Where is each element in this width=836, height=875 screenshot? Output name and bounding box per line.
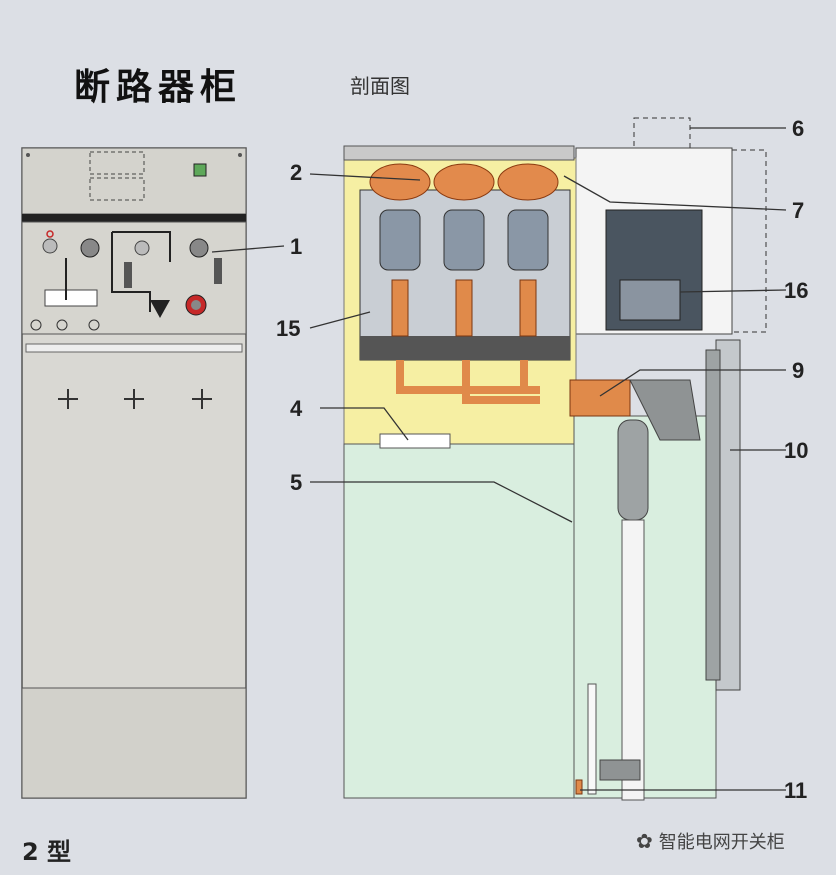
callout-2: 2 — [290, 160, 303, 185]
callout-4: 4 — [290, 396, 303, 421]
front-panel — [21, 147, 247, 799]
watermark-text: 智能电网开关柜 — [658, 832, 785, 853]
watermark: ✿ 智能电网开关柜 — [636, 828, 785, 854]
callout-5: 5 — [290, 470, 303, 495]
page-title: 断路器柜 — [74, 66, 243, 108]
leader-lines — [211, 127, 787, 791]
vacuum-interrupter-poles — [369, 163, 559, 337]
callout-1: 1 — [290, 234, 303, 259]
callout-11: 11 — [784, 778, 808, 803]
section-view — [343, 117, 767, 801]
callout-10: 10 — [784, 438, 809, 463]
callout-16: 16 — [784, 278, 809, 303]
section-view-label: 剖面图 — [350, 74, 410, 98]
callout-15: 15 — [276, 316, 301, 341]
callout-7: 7 — [792, 198, 805, 223]
callout-9: 9 — [792, 358, 805, 383]
type-label: 2 型 — [22, 838, 72, 866]
callout-6: 6 — [792, 116, 805, 141]
wechat-icon: ✿ — [636, 829, 653, 853]
